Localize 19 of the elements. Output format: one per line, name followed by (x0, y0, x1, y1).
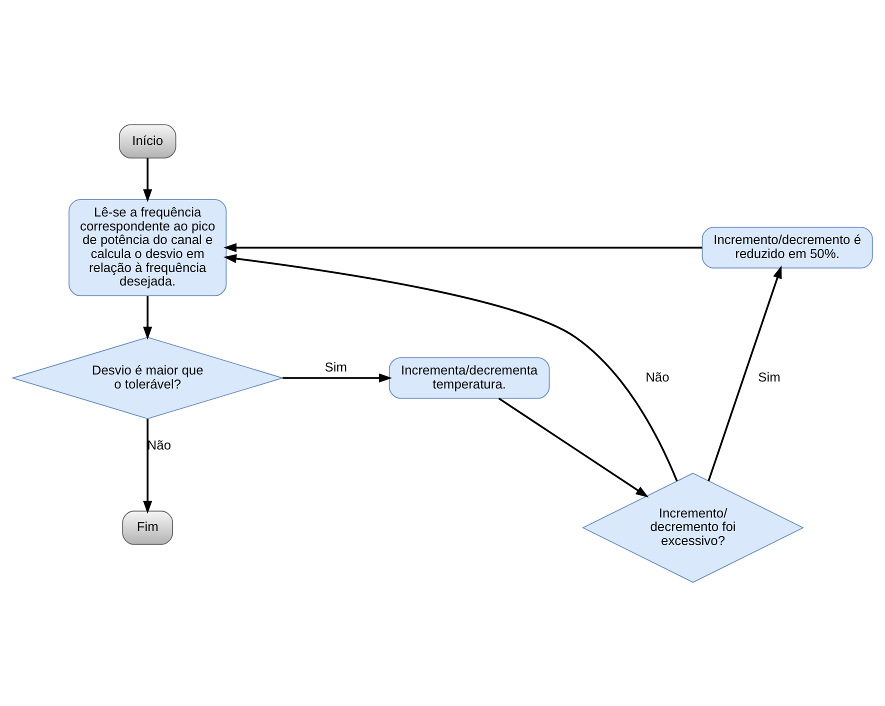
edge-label: Sim (758, 368, 780, 384)
arrow (143, 296, 152, 340)
node-box: Início (118, 124, 176, 158)
node-box: Fim (122, 510, 174, 544)
edge-label: Não (646, 368, 670, 384)
edge-label: Não (147, 436, 172, 452)
arrow (143, 158, 152, 202)
arrow (708, 265, 782, 481)
arrow (282, 372, 392, 382)
arrow (223, 254, 678, 481)
node-diamond: Desvio é maior que o tolerável? (11, 336, 284, 419)
node-box: Incremento/decremento é reduzido em 50%. (702, 226, 873, 268)
edge-label: Sim (324, 359, 348, 374)
node-box: Lê-se a frequência correspondente ao pico de potência do canal e calcula o desvio em relação à frequência desejada. (68, 198, 227, 296)
node-diamond: Incremento/ decremento foi excessivo? (582, 472, 804, 582)
node-box: Incrementa/decrementa temperatura. (388, 356, 550, 398)
arrow (498, 397, 649, 497)
arrow (224, 242, 702, 252)
arrow (143, 418, 152, 514)
